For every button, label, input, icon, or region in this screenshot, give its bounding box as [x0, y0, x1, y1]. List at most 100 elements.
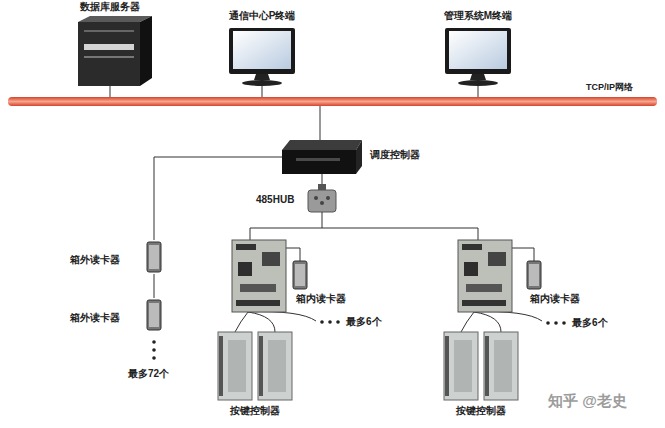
wire [248, 312, 275, 332]
device-label-box: 数据库服务器 [60, 0, 160, 86]
control-board [232, 240, 286, 312]
reader-icon [149, 303, 159, 327]
control-board [488, 252, 506, 266]
reader-icon [529, 264, 539, 286]
device-label: 485HUB [256, 194, 294, 206]
device-label: 箱外读卡器 [70, 254, 120, 266]
dots [152, 356, 156, 360]
device-label: 调度控制器 [370, 149, 420, 161]
reader-icon [295, 264, 305, 286]
keypad-controller [484, 332, 518, 400]
server-icon [84, 30, 134, 32]
keypad-controller [445, 336, 449, 396]
hub-icon [320, 201, 324, 205]
connector-line [262, 86, 263, 97]
device-label: 按键控制器 [230, 405, 280, 417]
dispatch-controller-icon [282, 140, 362, 150]
server-icon [140, 16, 152, 86]
monitor-icon [233, 31, 291, 69]
control-board [458, 240, 512, 312]
keypad-controller [258, 332, 292, 400]
connector-line [110, 86, 111, 97]
connector-line [154, 274, 155, 298]
hub-icon [314, 196, 318, 200]
wire [250, 228, 251, 240]
control-board [232, 240, 512, 312]
monitor-icon [458, 80, 498, 86]
device-label: 箱内读卡器 [530, 293, 580, 305]
device-label-box: 箱内读卡器 [522, 258, 598, 308]
device-label: 通信中心P终端 [229, 10, 296, 22]
count-note: 最多72个 [128, 368, 169, 380]
keypad-controller [218, 332, 518, 400]
device-label-box: 按键控制器 [440, 328, 522, 420]
device-label: 数据库服务器 [80, 1, 140, 13]
device-label: TCP/IP网络 [586, 82, 633, 93]
wire [512, 248, 534, 261]
control-board [236, 244, 256, 250]
server-icon [78, 22, 140, 86]
dots [152, 340, 156, 344]
monitor-icon [242, 80, 282, 86]
device-label-box: 管理系统M终端 [437, 8, 519, 86]
keypad-controller [218, 332, 252, 400]
device-label-box: 箱外读卡器 [68, 298, 164, 332]
device-label-box: 箱内读卡器 [288, 258, 364, 308]
device-label: 管理系统M终端 [444, 10, 512, 22]
keypad-controller [454, 340, 472, 392]
control-board [466, 284, 502, 292]
hub-icon [308, 190, 336, 212]
reader-icon [147, 242, 161, 272]
server-icon [84, 44, 134, 50]
keypad-controller [485, 336, 489, 396]
hub-icon [326, 196, 330, 200]
control-board [236, 300, 280, 306]
dispatch-controller-icon [282, 140, 362, 174]
device-label-box: 485HUB [252, 184, 340, 212]
dispatch-controller-icon [282, 150, 356, 174]
keypad-controller [268, 340, 286, 392]
network-band: TCP/IP网络 [8, 97, 657, 106]
wire [286, 248, 300, 261]
control-board [238, 262, 252, 276]
control-board [262, 252, 280, 266]
dots [336, 320, 340, 324]
device-label-box: 按键控制器 [214, 328, 296, 420]
keypad-controller [494, 340, 512, 392]
server-icon [84, 56, 134, 58]
keypad-controller [228, 340, 246, 392]
device-label: 箱内读卡器 [296, 293, 346, 305]
dots [562, 321, 566, 325]
device-label-box: 箱外读卡器 [68, 240, 164, 274]
device-label: 按键控制器 [456, 405, 506, 417]
wire [474, 312, 542, 321]
connector-line [478, 86, 479, 97]
dots [320, 320, 324, 324]
count-note: 最多6个 [572, 317, 608, 329]
reader-icon [293, 261, 307, 289]
hub-icon [318, 184, 326, 190]
hub-icon [308, 184, 336, 212]
monitor-icon [254, 74, 270, 80]
device-label: 箱外读卡器 [70, 312, 120, 324]
watermark: 知乎 @老史 [548, 392, 627, 410]
server-icon [78, 16, 152, 22]
wire [461, 312, 474, 332]
monitor-icon [445, 28, 511, 74]
dots [328, 320, 332, 324]
wire [248, 312, 316, 321]
wire [322, 212, 323, 228]
dispatch-controller-icon [356, 140, 362, 174]
keypad-controller [444, 332, 478, 400]
monitor-icon [449, 31, 507, 69]
dots [546, 321, 550, 325]
count-note: 最多6个 [346, 316, 382, 328]
device-label-box: 通信中心P终端 [221, 8, 303, 86]
wire [235, 312, 248, 332]
keypad-controller [259, 336, 263, 396]
control-board [462, 244, 482, 250]
reader-icon [147, 300, 161, 330]
